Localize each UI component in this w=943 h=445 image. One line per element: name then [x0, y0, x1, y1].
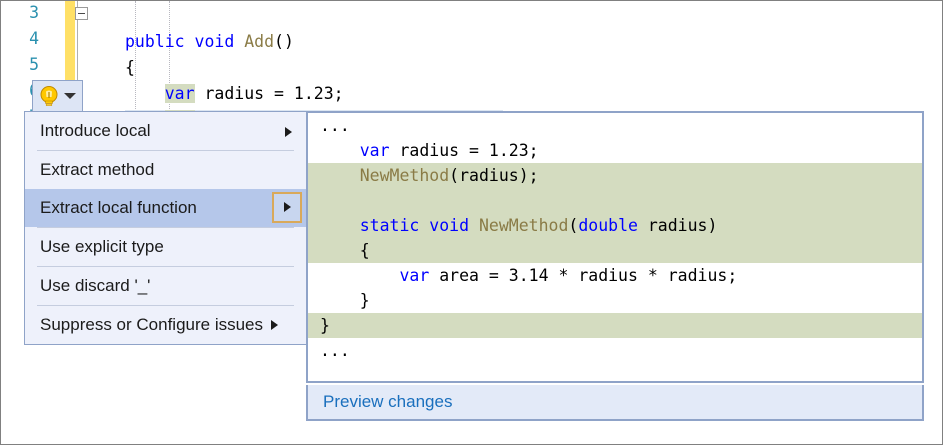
lightbulb-icon [40, 86, 58, 106]
code-token: radius = 1.23; [389, 141, 539, 160]
gutter-line-number: 3 [29, 3, 39, 22]
code-token: { [125, 58, 135, 77]
code-token: ( [449, 166, 460, 185]
menu-item-label: Introduce local [40, 121, 151, 140]
preview-added-line: NewMethod(radius); [308, 163, 922, 188]
code-token [320, 266, 399, 285]
code-token: ... [320, 116, 350, 135]
code-token: var [164, 84, 195, 103]
code-token: static [359, 216, 420, 235]
chevron-right-icon [271, 319, 279, 330]
code-token: Add [244, 32, 275, 51]
menu-item-introduce-local[interactable]: Introduce local [25, 112, 306, 150]
preview-context-line: } [308, 288, 922, 313]
menu-separator [37, 227, 294, 228]
menu-item-label: Suppress or Configure issues [40, 315, 264, 334]
code-line-4[interactable]: { [125, 55, 135, 81]
preview-context-line: ... [308, 338, 922, 363]
code-token: ( [568, 216, 579, 235]
code-line-3[interactable]: public void Add() [125, 29, 294, 55]
outlining-column [77, 1, 78, 101]
menu-item-extract-method[interactable]: Extract method [25, 151, 306, 189]
code-token: area [439, 266, 479, 285]
code-token: var [359, 141, 390, 160]
code-line-5[interactable]: var radius = 1.23; [125, 81, 344, 107]
code-token [419, 216, 429, 235]
refactoring-preview-panel: ... var radius = 1.23; NewMethod(radius)… [306, 111, 924, 383]
code-token [320, 216, 360, 235]
code-token: () [274, 32, 294, 51]
code-token: = 3.14 * radius * radius; [478, 266, 738, 285]
menu-item-use-explicit-type[interactable]: Use explicit type [25, 228, 306, 266]
chevron-right-icon [284, 202, 291, 212]
code-token: } [320, 316, 330, 335]
quick-actions-lightbulb-button[interactable] [32, 80, 83, 112]
code-token: NewMethod [478, 216, 569, 235]
code-token: double [578, 216, 638, 235]
preview-added-line: } [308, 313, 922, 338]
code-token: radius) [637, 216, 718, 235]
menu-item-label: Use explicit type [40, 237, 164, 256]
preview-context-line: var area = 3.14 * radius * radius; [308, 263, 922, 288]
menu-item-extract-local-function[interactable]: Extract local function [25, 189, 306, 227]
menu-separator [37, 266, 294, 267]
menu-item-label: Extract local function [40, 198, 197, 217]
menu-item-suppress-or-configure-issues[interactable]: Suppress or Configure issues [25, 306, 306, 344]
code-token: } [320, 291, 370, 310]
code-token: radius [459, 166, 519, 185]
collapse-outline-icon[interactable] [75, 7, 88, 20]
preview-added-line [308, 188, 922, 213]
changed-lines-marker [65, 1, 75, 109]
code-token: var [399, 266, 430, 285]
preview-added-line: { [308, 238, 922, 263]
indent-guide-2 [169, 1, 170, 109]
code-token: ); [518, 166, 539, 185]
preview-changes-link[interactable]: Preview changes [323, 392, 453, 411]
code-token: void [429, 216, 470, 235]
code-token: public [125, 32, 185, 51]
menu-item-use-discard[interactable]: Use discard '_' [25, 267, 306, 305]
menu-separator [37, 305, 294, 306]
code-token: void [194, 32, 235, 51]
preview-footer: Preview changes [306, 385, 924, 421]
code-token [320, 141, 360, 160]
indent-guide-1 [135, 1, 136, 109]
code-token: NewMethod [359, 166, 450, 185]
code-token: radius = 1.23; [194, 84, 344, 103]
menu-item-label: Extract method [40, 160, 155, 179]
menu-item-label: Use discard '_' [40, 276, 151, 295]
preview-added-line: static void NewMethod(double radius) [308, 213, 922, 238]
preview-context-line: var radius = 1.23; [308, 138, 922, 163]
preview-context-line: ... [308, 113, 922, 138]
code-token [469, 216, 479, 235]
gutter-line-number: 5 [29, 55, 39, 74]
chevron-down-icon[interactable] [64, 93, 76, 99]
code-token: ... [320, 341, 350, 360]
submenu-expand-button[interactable] [272, 192, 302, 223]
chevron-right-icon [285, 127, 292, 137]
code-token: { [320, 241, 370, 260]
code-token [429, 266, 439, 285]
menu-separator [37, 150, 294, 151]
code-token [320, 166, 360, 185]
gutter-line-number: 4 [29, 29, 39, 48]
